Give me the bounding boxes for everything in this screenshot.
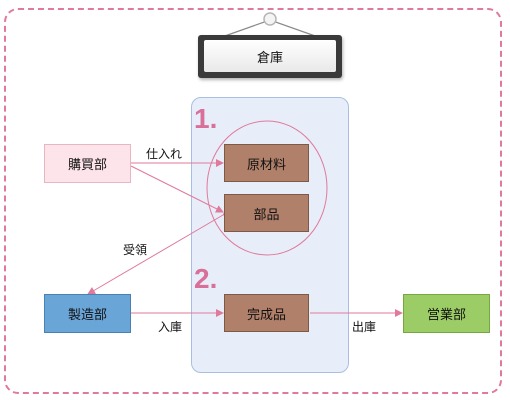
section-number-1: 1. <box>194 103 218 134</box>
section-number-2: 2. <box>194 263 218 294</box>
arrow-purchasing-to-parts <box>130 165 224 213</box>
section-1-ellipse <box>206 120 328 256</box>
sales-node: 営業部 <box>403 294 490 333</box>
sign-hanger-pin <box>263 12 277 26</box>
arrow-parts-to-manufacturing <box>87 208 232 295</box>
warehouse-sign: 倉庫 <box>198 35 342 78</box>
finished-goods-node: 完成品 <box>224 294 309 332</box>
purchasing-node: 購買部 <box>44 144 131 183</box>
edge-label-storage-in: 入庫 <box>158 320 183 334</box>
edge-label-procurement: 仕入れ <box>146 147 183 161</box>
edge-label-receiving: 受領 <box>123 243 148 257</box>
parts-node: 部品 <box>224 194 309 232</box>
warehouse-sign-label: 倉庫 <box>204 40 336 72</box>
raw-materials-node: 原材料 <box>224 144 309 182</box>
manufacturing-node: 製造部 <box>44 294 131 333</box>
outer-frame <box>4 8 502 394</box>
edge-label-shipping: 出庫 <box>352 320 377 334</box>
